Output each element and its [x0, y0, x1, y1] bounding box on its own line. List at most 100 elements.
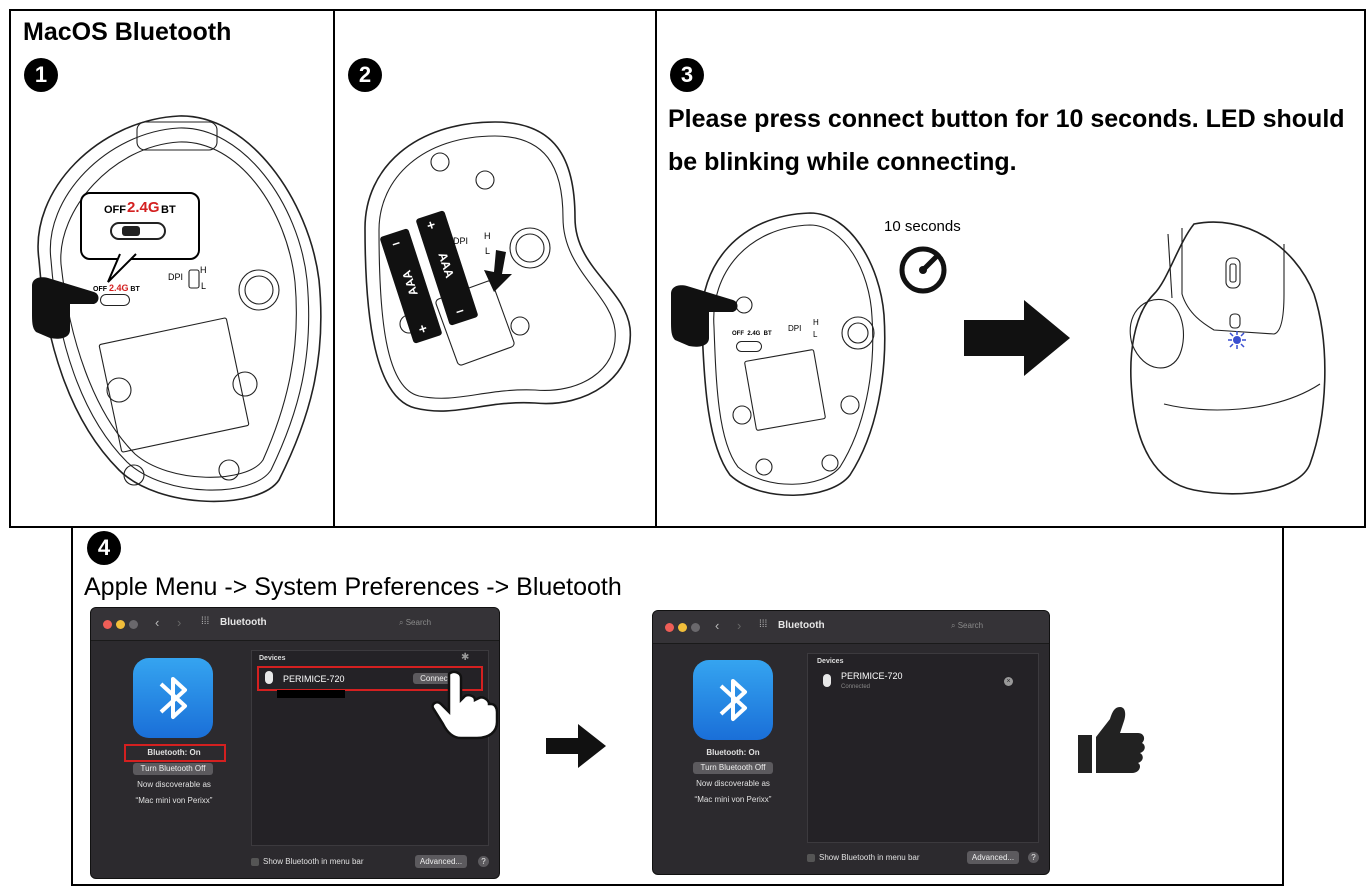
- window-titlebar: ‹ › ⁞⁞⁞ Bluetooth ⌕ Search: [91, 608, 499, 641]
- small-24g-label: 2.4G: [108, 283, 129, 293]
- step4-panel: [71, 526, 1284, 886]
- back-chevron-icon[interactable]: ‹: [155, 615, 160, 630]
- turn-bluetooth-off-button[interactable]: Turn Bluetooth Off: [133, 763, 213, 775]
- advanced-button[interactable]: Advanced...: [415, 855, 467, 868]
- arrow-down-icon: [484, 250, 512, 292]
- device-status: Connected: [841, 684, 871, 690]
- step4-badge: 4: [87, 531, 121, 565]
- search-field[interactable]: ⌕ Search: [399, 618, 431, 628]
- connect-button[interactable]: Connect: [413, 673, 457, 684]
- bluetooth-icon: [159, 677, 187, 719]
- zoom-dot[interactable]: [691, 623, 700, 632]
- show-in-menu-label: Show Bluetooth in menu bar: [819, 853, 920, 862]
- close-dot[interactable]: [665, 623, 674, 632]
- discoverable-text: Now discoverable as: [137, 780, 211, 789]
- redaction-bar: [277, 690, 345, 698]
- help-button[interactable]: ?: [1028, 852, 1039, 863]
- bluetooth-icon: [719, 679, 747, 721]
- device-mouse-icon: [823, 674, 831, 687]
- battery-2-minus: –: [453, 301, 466, 320]
- zoom-dot[interactable]: [129, 620, 138, 629]
- step3-instruction-line2: be blinking while connecting.: [668, 148, 1017, 176]
- turn-bluetooth-off-button[interactable]: Turn Bluetooth Off: [693, 762, 773, 774]
- help-button[interactable]: ?: [478, 856, 489, 867]
- bluetooth-window-after: ‹ › ⁞⁞⁞ Bluetooth ⌕ Search Bluetooth: On…: [652, 610, 1050, 875]
- remove-device-icon[interactable]: ×: [1004, 677, 1013, 686]
- small-switch-graphic: [100, 294, 130, 306]
- search-placeholder: Search: [405, 618, 432, 627]
- mouse-top-illustration: [1129, 221, 1326, 495]
- show-in-menu-checkbox[interactable]: [807, 854, 815, 862]
- device-name: PERIMICE-720: [841, 671, 903, 681]
- back-chevron-icon[interactable]: ‹: [715, 618, 720, 633]
- callout-off-label: OFF: [104, 204, 126, 216]
- bluetooth-status: Bluetooth: On: [147, 748, 201, 757]
- dpi-l-1: L: [201, 281, 207, 291]
- devices-header: Devices: [259, 655, 286, 662]
- bluetooth-app-icon: [693, 660, 773, 740]
- thumbs-up-icon: [1078, 707, 1145, 773]
- page-title: MacOS Bluetooth: [23, 18, 232, 46]
- callout-24g-label: 2.4G: [127, 199, 160, 216]
- dpi-label-2: DPI: [453, 236, 469, 246]
- window-titlebar: ‹ › ⁞⁞⁞ Bluetooth ⌕ Search: [653, 611, 1049, 644]
- window-title: Bluetooth: [220, 617, 267, 628]
- device-row-highlight: [257, 666, 483, 691]
- search-placeholder: Search: [957, 621, 984, 630]
- callout-tail: [107, 253, 137, 283]
- close-dot[interactable]: [103, 620, 112, 629]
- dpi-h-3: H: [813, 318, 819, 327]
- grid-icon[interactable]: ⁞⁞⁞: [759, 619, 768, 630]
- dpi-label-3: DPI: [788, 324, 802, 333]
- blink-led-icon: [1228, 331, 1246, 349]
- forward-chevron-icon[interactable]: ›: [737, 618, 742, 633]
- computer-name: “Mac mini von Perixx”: [135, 796, 213, 805]
- bluetooth-window-before: ‹ › ⁞⁞⁞ Bluetooth ⌕ Search Bluetooth: On…: [90, 607, 500, 879]
- timer-label: 10 seconds: [884, 218, 961, 235]
- bluetooth-status: Bluetooth: On: [706, 748, 760, 757]
- computer-name: “Mac mini von Perixx”: [694, 795, 772, 804]
- grid-icon[interactable]: ⁞⁞⁞: [201, 616, 210, 627]
- window-title: Bluetooth: [778, 620, 825, 631]
- status-highlight: [124, 744, 226, 762]
- dpi-text: DPI: [168, 272, 184, 282]
- loading-spinner-icon: ✱: [461, 652, 470, 663]
- step1-badge: 1: [24, 58, 58, 92]
- arrow-right-icon: [964, 300, 1070, 376]
- discoverable-text: Now discoverable as: [696, 779, 770, 788]
- tap-hand-icon: [431, 670, 499, 740]
- search-field[interactable]: ⌕ Search: [951, 621, 983, 631]
- step3-switch-graphic: [736, 341, 762, 352]
- search-icon: ⌕: [951, 621, 956, 630]
- step2-badge: 2: [348, 58, 382, 92]
- stopwatch-icon: [899, 246, 947, 294]
- show-in-menu-checkbox[interactable]: [251, 858, 259, 866]
- mouse-bottom-illustration-1: [37, 115, 322, 503]
- devices-panel: [807, 653, 1039, 843]
- battery-2-plus: +: [424, 215, 438, 234]
- minimize-dot[interactable]: [116, 620, 125, 629]
- search-icon: ⌕: [399, 618, 404, 627]
- step4-path-text: Apple Menu -> System Preferences -> Blue…: [84, 573, 622, 601]
- minimize-dot[interactable]: [678, 623, 687, 632]
- dpi-l-2: L: [485, 246, 491, 256]
- device-name: PERIMICE-720: [283, 674, 345, 684]
- show-in-menu-label: Show Bluetooth in menu bar: [263, 857, 364, 866]
- advanced-button[interactable]: Advanced...: [967, 851, 1019, 864]
- dpi-h-2: H: [484, 231, 491, 241]
- forward-chevron-icon[interactable]: ›: [177, 615, 182, 630]
- callout-switch-graphic: [110, 222, 166, 240]
- dpi-label-1: DPI: [168, 272, 183, 282]
- battery-1-minus: –: [389, 233, 402, 252]
- step3-badge: 3: [670, 58, 704, 92]
- battery-1-plus: +: [416, 319, 430, 338]
- devices-header: Devices: [817, 658, 844, 665]
- callout-bt-label: BT: [161, 204, 176, 216]
- pointing-hand-icon: [671, 285, 738, 347]
- small-switch-labels: OFF 2.4G BT: [93, 283, 140, 293]
- step3-instruction-line1: Please press connect button for 10 secon…: [668, 105, 1345, 133]
- bluetooth-app-icon: [133, 658, 213, 738]
- device-mouse-icon: [265, 671, 273, 684]
- dpi-l-3: L: [813, 330, 818, 339]
- arrow-right-icon: [546, 724, 606, 768]
